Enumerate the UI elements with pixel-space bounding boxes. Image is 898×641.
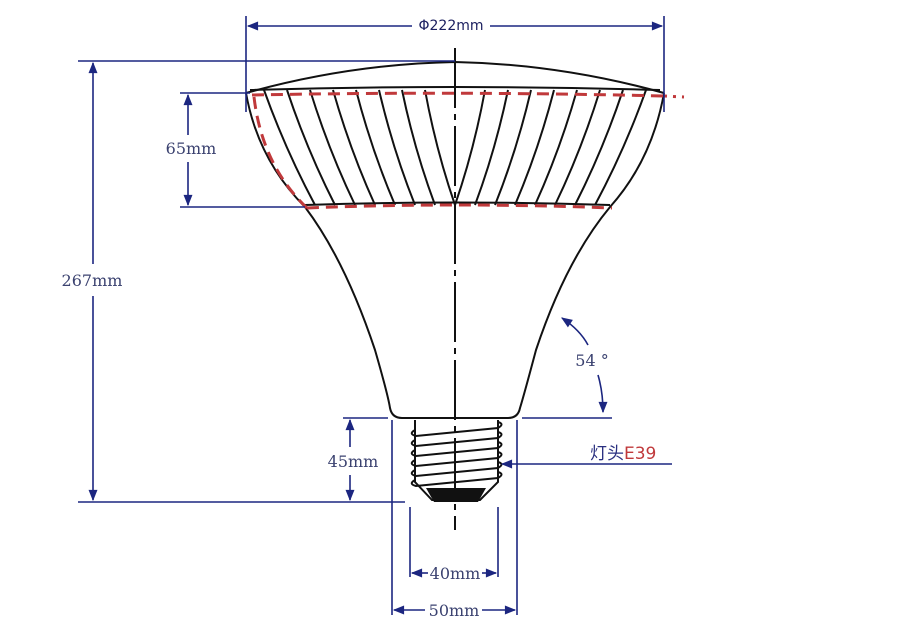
fin [554,89,601,206]
fin [514,89,555,206]
fin [474,89,509,206]
base-prefix: 灯头 [590,444,624,464]
fin [454,89,486,206]
screw-thread [410,451,503,468]
fin [401,89,436,206]
fin [534,89,578,206]
height-label: 267mm [62,271,123,290]
base-outer-width-dimension: 50mm [391,420,518,620]
fin [494,89,532,206]
screw-thread [410,441,503,458]
reflector-fins [263,89,647,206]
base-inner-width-dimension: 40mm [409,507,499,583]
base-outer-width-label: 50mm [429,601,480,620]
fin [332,89,376,206]
fin [594,89,647,206]
fin [574,89,624,206]
screw-base [410,420,503,502]
screw-thread [410,421,503,438]
reflector-highlight [251,91,685,210]
diameter-dimension: Φ222mm [245,16,665,112]
base-height-label: 45mm [328,452,379,471]
angle-label: 54 ° [575,351,608,370]
screw-thread [410,431,503,448]
screw-thread [410,471,503,488]
reflector-height-label: 65mm [166,139,217,158]
base-type-label: 灯头E39 [590,444,656,464]
fin [286,89,336,206]
base-inner-width-label: 40mm [430,564,481,583]
base-height-dimension: 45mm [328,417,388,502]
reflector-height-dimension: 65mm [166,92,305,208]
fin [424,89,456,206]
fin [309,89,356,206]
angle-dimension: 54 ° [522,317,612,419]
fin [355,89,396,206]
fin [378,89,416,206]
fin [263,89,316,206]
diameter-label: Φ222mm [418,18,483,34]
height-dimension: 267mm [62,60,455,503]
base-type: E39 [624,444,656,464]
base-type-callout: 灯头E39 [500,444,672,469]
